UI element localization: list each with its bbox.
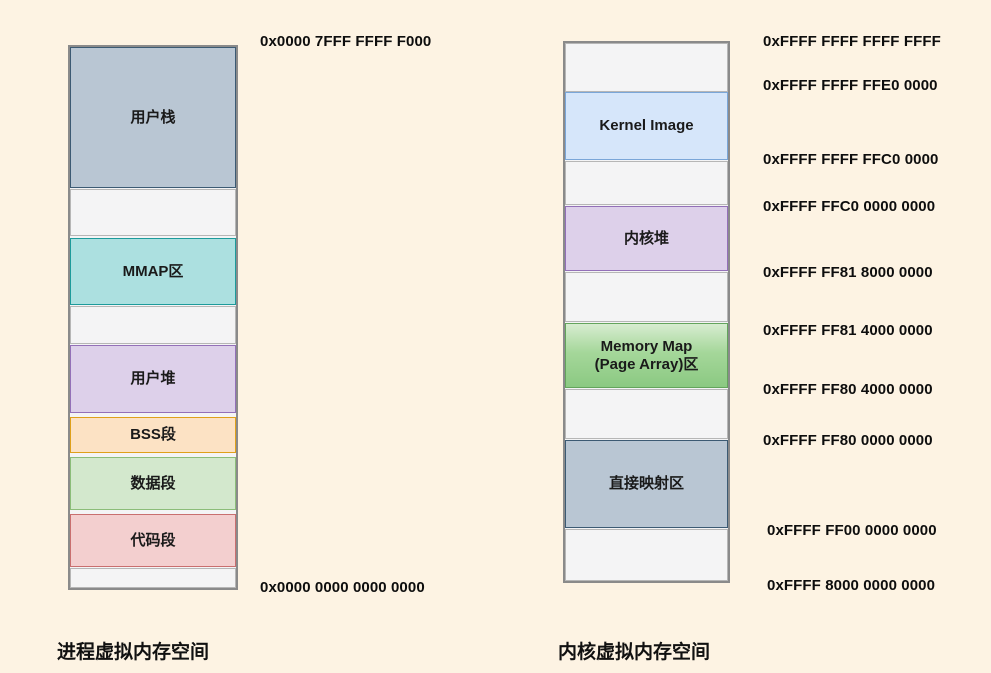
direct-map-area-label: 直接映射区 — [608, 475, 684, 493]
gap-1 — [70, 189, 236, 236]
memory-map-top-address: 0xFFFF FF81 4000 0000 — [763, 322, 933, 339]
gap-below-map — [565, 389, 728, 439]
bss-segment-label: BSS段 — [130, 426, 176, 444]
zero-address: 0x0000 0000 0000 0000 — [260, 579, 425, 596]
gap-top — [565, 43, 728, 92]
direct-map-area: 直接映射区 — [565, 440, 728, 528]
text-segment: 代码段 — [70, 514, 236, 567]
vmemmap-base-address: 0xFFFF FF80 0000 0000 — [763, 432, 933, 449]
mmap-area: MMAP区 — [70, 238, 236, 305]
kernel-heap-label: 内核堆 — [623, 229, 669, 247]
user-stack-label: 用户栈 — [130, 108, 176, 126]
gap-bottom — [565, 529, 728, 581]
bss-segment: BSS段 — [70, 417, 236, 453]
kernel-top-address: 0xFFFF FFFF FFFF FFFF — [763, 33, 941, 50]
data-segment: 数据段 — [70, 457, 236, 510]
user-heap-label: 用户堆 — [130, 370, 176, 388]
gap-below-heap — [565, 272, 728, 322]
text-segment-label: 代码段 — [130, 531, 176, 549]
direct-map-base-address: 0xFFFF 8000 0000 0000 — [767, 577, 936, 594]
memory-map-base-address: 0xFFFF FF80 4000 0000 — [763, 381, 933, 398]
kernel-space-caption: 内核虚拟内存空间 — [558, 642, 711, 663]
kernel-image-end-address: 0xFFFF FFFF FFE0 0000 — [763, 77, 938, 94]
kernel-image: Kernel Image — [565, 92, 728, 160]
gap-2 — [70, 306, 236, 344]
kernel-heap: 内核堆 — [565, 206, 728, 271]
direct-map-end-address: 0xFFFF FF00 0000 0000 — [767, 522, 937, 539]
gap-below-image — [565, 161, 728, 205]
mmap-area-label: MMAP区 — [122, 262, 184, 280]
process-space-caption: 进程虚拟内存空间 — [57, 642, 210, 663]
stack-top-address: 0x0000 7FFF FFFF F000 — [260, 33, 432, 50]
memory-map-area: Memory Map (Page Array)区 — [565, 323, 728, 388]
kernel-heap-top-address: 0xFFFF FFC0 0000 0000 — [763, 198, 936, 215]
memory-map-area-label: Memory Map (Page Array)区 — [594, 337, 699, 373]
data-segment-label: 数据段 — [130, 474, 176, 492]
kernel-image-label: Kernel Image — [599, 117, 694, 135]
reserved-low — [70, 568, 236, 588]
user-heap: 用户堆 — [70, 345, 236, 413]
kernel-heap-base-address: 0xFFFF FF81 8000 0000 — [763, 264, 933, 281]
kernel-image-base-address: 0xFFFF FFFF FFC0 0000 — [763, 151, 939, 168]
user-stack: 用户栈 — [70, 47, 236, 188]
